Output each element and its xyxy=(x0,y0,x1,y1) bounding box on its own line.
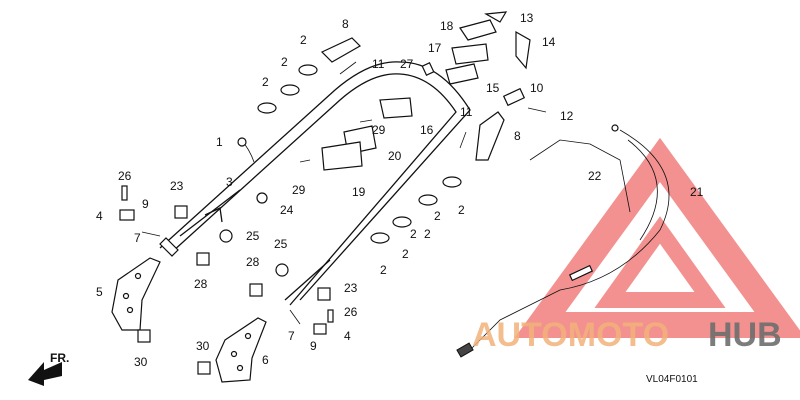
label-24: 24 xyxy=(280,203,294,217)
watermark-text-b: HUB xyxy=(708,316,782,354)
label-2b: 2 xyxy=(281,55,288,69)
label-29a: 29 xyxy=(372,123,386,137)
label-26b: 26 xyxy=(344,305,358,319)
lower-handle-bars xyxy=(159,189,331,301)
label-1: 1 xyxy=(216,135,223,149)
label-2g: 2 xyxy=(402,247,409,261)
pins xyxy=(339,61,467,149)
label-11b: 11 xyxy=(460,105,473,119)
label-27: 27 xyxy=(400,57,414,71)
label-29b: 29 xyxy=(292,183,306,197)
label-21: 21 xyxy=(690,185,704,199)
right-handle-bracket xyxy=(215,317,267,383)
label-16: 16 xyxy=(420,123,434,137)
label-7a: 7 xyxy=(134,231,141,245)
label-18: 18 xyxy=(440,19,454,33)
label-14: 14 xyxy=(542,35,556,49)
watermark-text-a: AUTOMOTO xyxy=(472,316,669,354)
watermark-text: AUTOMOTO HUB xyxy=(472,316,782,354)
label-2d: 2 xyxy=(458,203,465,217)
label-7b: 7 xyxy=(288,329,295,343)
label-23b: 23 xyxy=(344,281,358,295)
label-28b: 28 xyxy=(246,255,260,269)
label-8b: 8 xyxy=(514,129,521,143)
label-25b: 25 xyxy=(274,237,288,251)
label-26a: 26 xyxy=(118,169,132,183)
label-2a: 2 xyxy=(300,33,307,47)
watermark-triangle xyxy=(514,137,800,338)
label-28a: 28 xyxy=(194,277,208,291)
upper-handle-frame xyxy=(159,61,471,306)
label-12: 12 xyxy=(560,109,574,123)
label-22: 22 xyxy=(588,169,602,183)
grip-hoses xyxy=(320,37,505,161)
label-9b: 9 xyxy=(310,339,317,353)
diagram-code: VL04F0101 xyxy=(646,374,698,385)
label-2h: 2 xyxy=(380,263,387,277)
label-11a: 11 xyxy=(372,57,385,71)
label-20: 20 xyxy=(388,149,402,163)
label-2i: 2 xyxy=(410,227,417,241)
label-2f: 2 xyxy=(424,227,431,241)
label-15: 15 xyxy=(486,81,500,95)
label-4a: 4 xyxy=(96,209,103,223)
throttle-assembly xyxy=(421,11,547,113)
label-10: 10 xyxy=(530,81,544,95)
part-labels: 1 2 2 2 2 2 2 2 2 2 3 4 4 5 6 7 7 8 8 9 … xyxy=(96,11,704,369)
label-25a: 25 xyxy=(246,229,260,243)
label-5: 5 xyxy=(96,285,103,299)
front-direction-arrow: FR. xyxy=(28,351,69,386)
left-handle-bracket xyxy=(111,257,161,331)
label-23a: 23 xyxy=(170,179,184,193)
label-13: 13 xyxy=(520,11,534,25)
cable-clamps xyxy=(257,64,462,244)
label-9a: 9 xyxy=(142,197,149,211)
label-30a: 30 xyxy=(134,355,148,369)
control-cables xyxy=(456,124,670,358)
label-6: 6 xyxy=(262,353,269,367)
label-30b: 30 xyxy=(196,339,210,353)
label-3: 3 xyxy=(226,175,233,189)
grip-assemblies xyxy=(321,97,413,171)
front-label: FR. xyxy=(50,351,69,365)
label-19: 19 xyxy=(352,185,366,199)
label-17: 17 xyxy=(428,41,442,55)
label-8a: 8 xyxy=(342,17,349,31)
fasteners xyxy=(119,119,373,375)
label-4b: 4 xyxy=(344,329,351,343)
label-2e: 2 xyxy=(434,209,441,223)
label-2c: 2 xyxy=(262,75,269,89)
